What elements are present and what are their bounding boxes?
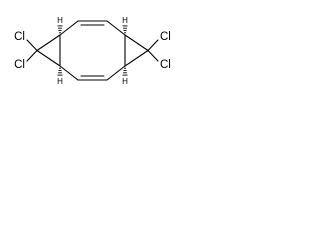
carbon-chlorine-bonds xyxy=(26,39,159,62)
h-left-top-label: H xyxy=(57,16,63,25)
cyclooctadiene-ring xyxy=(59,20,126,81)
cl-right-bottom-label: Cl xyxy=(160,59,171,71)
h-left-bottom-label: H xyxy=(57,77,63,86)
chemical-structure: H H H H Cl Cl Cl Cl xyxy=(14,16,171,86)
hashed-wedge-left-bottom xyxy=(57,67,63,76)
cl-right-top-label: Cl xyxy=(160,31,171,43)
h-right-bottom-label: H xyxy=(122,77,128,86)
hashed-wedge-left-top xyxy=(57,25,63,34)
hashed-wedge-right-bottom xyxy=(122,67,128,76)
cl-left-top-label: Cl xyxy=(14,31,25,43)
cl-left-bottom-label: Cl xyxy=(14,59,25,71)
hashed-wedge-right-top xyxy=(122,25,128,34)
h-right-top-label: H xyxy=(122,16,128,25)
right-cyclopropane xyxy=(124,34,149,67)
left-cyclopropane xyxy=(36,34,61,67)
